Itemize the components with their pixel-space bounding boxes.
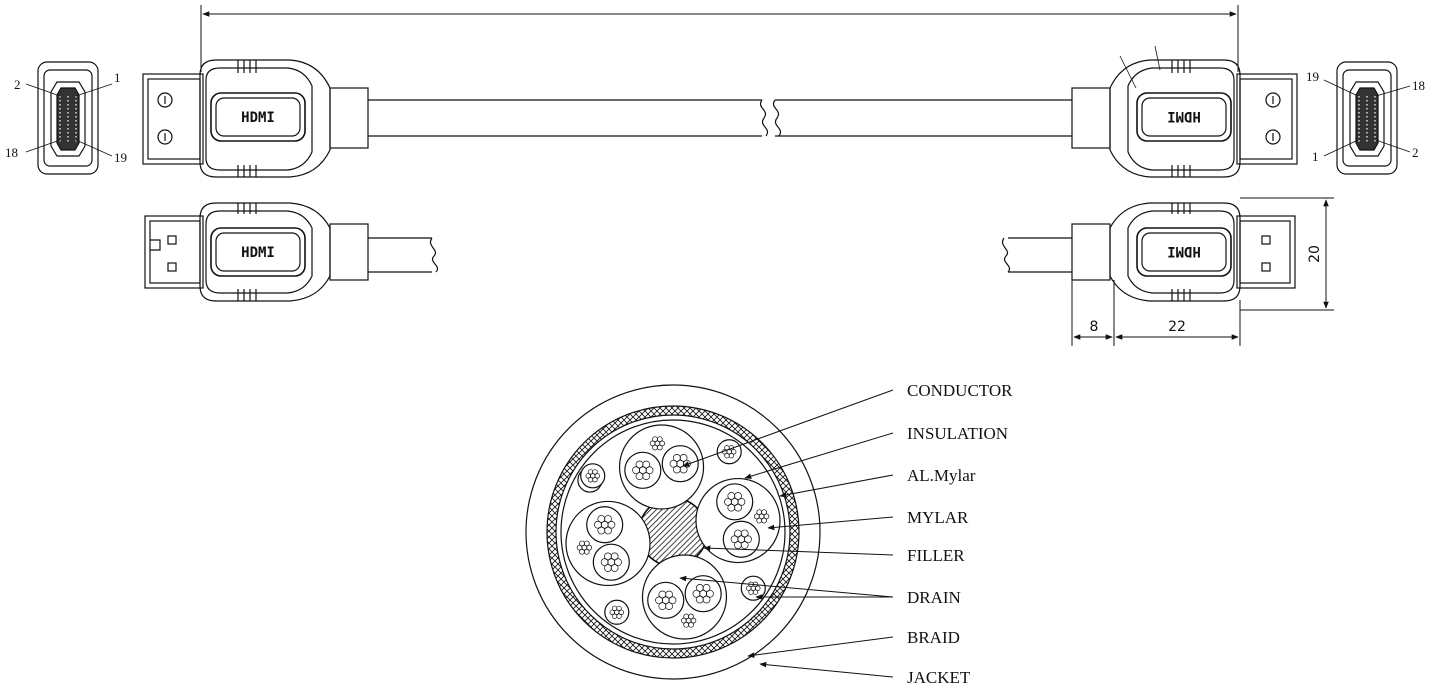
left-plug-top-view (142, 59, 369, 178)
hdmi-logo: HDMI (241, 245, 275, 261)
pin-label: 1 (1312, 149, 1319, 164)
conductor-strands (692, 584, 714, 604)
hdmi-logo: HDMI (1167, 243, 1201, 259)
hdmi-logo: HDMI (241, 110, 275, 126)
jacket-ring (525, 384, 821, 680)
pin-label: 2 (1412, 145, 1419, 160)
conductor-strands (722, 445, 737, 459)
insulated-wire (580, 463, 606, 489)
conductor-strands (680, 613, 697, 628)
pin-label: 19 (1306, 69, 1319, 84)
neck-dimension: 8 (1090, 319, 1099, 335)
insulated-wire (661, 445, 699, 483)
label-al-mylar: AL.Mylar (907, 466, 976, 485)
insulated-wire (647, 581, 685, 619)
conductor-strands (753, 509, 770, 524)
insulated-wire (604, 599, 630, 625)
cross-section-labels: CONDUCTOR INSULATION AL.Mylar MYLAR FILL… (907, 381, 1013, 687)
conductor-strands (730, 529, 752, 549)
label-jacket: JACKET (907, 668, 971, 687)
right-end-face-view (1323, 61, 1411, 175)
conductor-strands (609, 605, 624, 619)
left-plug-side-view (144, 202, 438, 302)
conductor-strands (655, 590, 677, 610)
label-drain: DRAIN (907, 588, 961, 607)
plug-dimensions (1071, 197, 1334, 346)
conductor-strands (576, 540, 593, 555)
label-mylar: MYLAR (907, 508, 969, 527)
label-insulation: INSULATION (907, 424, 1008, 443)
pin-label: 18 (5, 145, 18, 160)
conductor-strands (594, 515, 616, 535)
height-dimension: 20 (1307, 245, 1323, 263)
conductor-strands (632, 460, 654, 480)
hdmi-logo: HDMI (1167, 108, 1201, 124)
conductor-strands (724, 492, 746, 512)
label-braid: BRAID (907, 628, 960, 647)
pin-label: 18 (1412, 78, 1425, 93)
cable-cross-section (525, 384, 821, 680)
twisted-pairs (565, 424, 781, 640)
label-filler: FILLER (907, 546, 965, 565)
right-plug-side-view (1002, 202, 1296, 302)
insulated-wire (624, 451, 662, 489)
insulated-wire (592, 543, 630, 581)
body-dimension: 22 (1168, 319, 1186, 335)
conductor-strands (649, 436, 666, 451)
insulated-wire (722, 520, 760, 558)
cable-body (368, 99, 1072, 137)
label-conductor: CONDUCTOR (907, 381, 1013, 400)
pin-label: 1 (114, 70, 121, 85)
insulated-wire (716, 483, 754, 521)
pin-label: 2 (14, 77, 21, 92)
left-end-face-view (25, 61, 113, 175)
insulated-wire (684, 575, 722, 613)
conductor-strands (585, 469, 600, 483)
label-leaders (679, 389, 894, 678)
right-plug-top-view (1071, 45, 1298, 178)
insulated-wire (716, 439, 742, 465)
conductor-strands (600, 552, 622, 572)
pin-label: 19 (114, 150, 127, 165)
length-dimension (200, 5, 1239, 72)
insulated-wire (586, 506, 624, 544)
